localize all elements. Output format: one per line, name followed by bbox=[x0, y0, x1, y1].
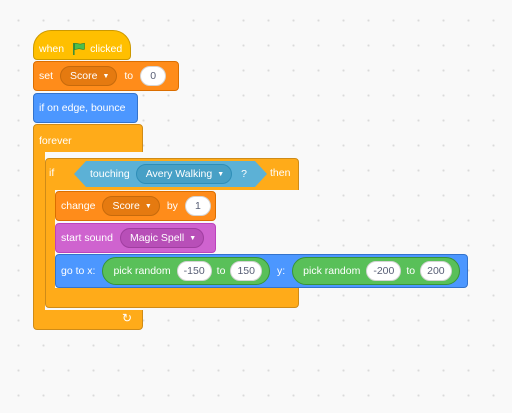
bounce-block[interactable]: if on edge, bounce bbox=[33, 93, 138, 123]
random-x-from-input[interactable]: -150 bbox=[176, 261, 212, 281]
hat-suffix: clicked bbox=[90, 43, 123, 55]
random-y-from-input[interactable]: -200 bbox=[366, 261, 402, 281]
go-to-xy-block[interactable]: go to x: pick random -150 to 150 y: pick… bbox=[55, 254, 468, 288]
touching-object-value: Avery Walking bbox=[145, 168, 213, 180]
bounce-label: if on edge, bounce bbox=[39, 102, 126, 114]
pick-random-y-label: pick random bbox=[303, 265, 361, 277]
chevron-down-icon: ▼ bbox=[189, 234, 197, 242]
random-y-to-input[interactable]: 200 bbox=[420, 261, 452, 281]
if-label: if bbox=[49, 167, 55, 179]
touching-object-dropdown[interactable]: Avery Walking ▼ bbox=[136, 164, 232, 184]
when-flag-clicked-hat[interactable]: when clicked bbox=[33, 30, 131, 60]
change-by-label: by bbox=[166, 200, 178, 212]
pick-random-x-reporter[interactable]: pick random -150 to 150 bbox=[102, 257, 270, 285]
chevron-down-icon: ▼ bbox=[217, 170, 225, 178]
chevron-down-icon: ▼ bbox=[144, 202, 152, 210]
change-variable-block[interactable]: change Score ▼ by 1 bbox=[55, 191, 216, 221]
green-flag-icon bbox=[73, 42, 85, 55]
start-sound-label: start sound bbox=[61, 232, 113, 244]
chevron-down-icon: ▼ bbox=[102, 72, 110, 80]
set-value-input[interactable]: 0 bbox=[140, 66, 167, 86]
then-label: then bbox=[270, 167, 291, 179]
random-x-to-label: to bbox=[216, 265, 226, 277]
touching-label: touching bbox=[90, 168, 130, 180]
change-variable-value: Score bbox=[112, 200, 140, 212]
change-variable-dropdown[interactable]: Score ▼ bbox=[102, 196, 160, 216]
pick-random-x-label: pick random bbox=[113, 265, 171, 277]
touching-condition[interactable]: touching Avery Walking ▼ ? bbox=[74, 161, 267, 187]
start-sound-block[interactable]: start sound Magic Spell ▼ bbox=[55, 223, 216, 253]
set-label: set bbox=[39, 70, 54, 82]
change-label: change bbox=[61, 200, 96, 212]
go-to-x-label: go to x: bbox=[61, 265, 96, 277]
random-y-to-label: to bbox=[406, 265, 416, 277]
set-variable-dropdown[interactable]: Score ▼ bbox=[60, 66, 118, 86]
sound-value: Magic Spell bbox=[129, 232, 185, 244]
sound-dropdown[interactable]: Magic Spell ▼ bbox=[119, 228, 205, 248]
question-mark: ? bbox=[241, 168, 248, 180]
set-variable-block[interactable]: set Score ▼ to 0 bbox=[33, 61, 179, 91]
go-to-y-label: y: bbox=[276, 265, 286, 277]
hat-prefix: when bbox=[39, 43, 65, 55]
set-variable-value: Score bbox=[70, 70, 98, 82]
forever-label: forever bbox=[39, 135, 72, 147]
random-x-to-input[interactable]: 150 bbox=[230, 261, 262, 281]
set-to-label: to bbox=[124, 70, 134, 82]
pick-random-y-reporter[interactable]: pick random -200 to 200 bbox=[292, 257, 460, 285]
change-value-input[interactable]: 1 bbox=[184, 196, 211, 216]
loop-arrow-icon: ↻ bbox=[122, 311, 133, 325]
